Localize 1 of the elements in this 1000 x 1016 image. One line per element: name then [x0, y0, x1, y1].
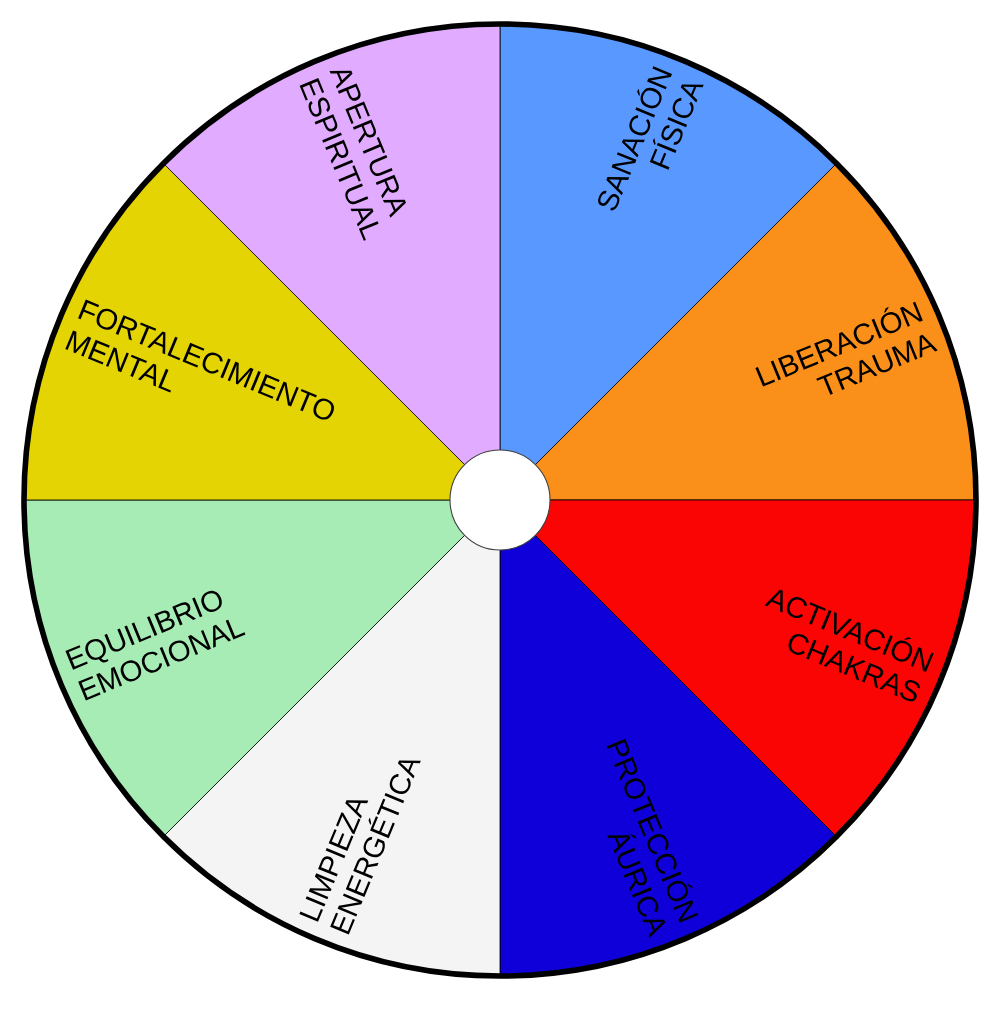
center-hub [449, 449, 551, 551]
